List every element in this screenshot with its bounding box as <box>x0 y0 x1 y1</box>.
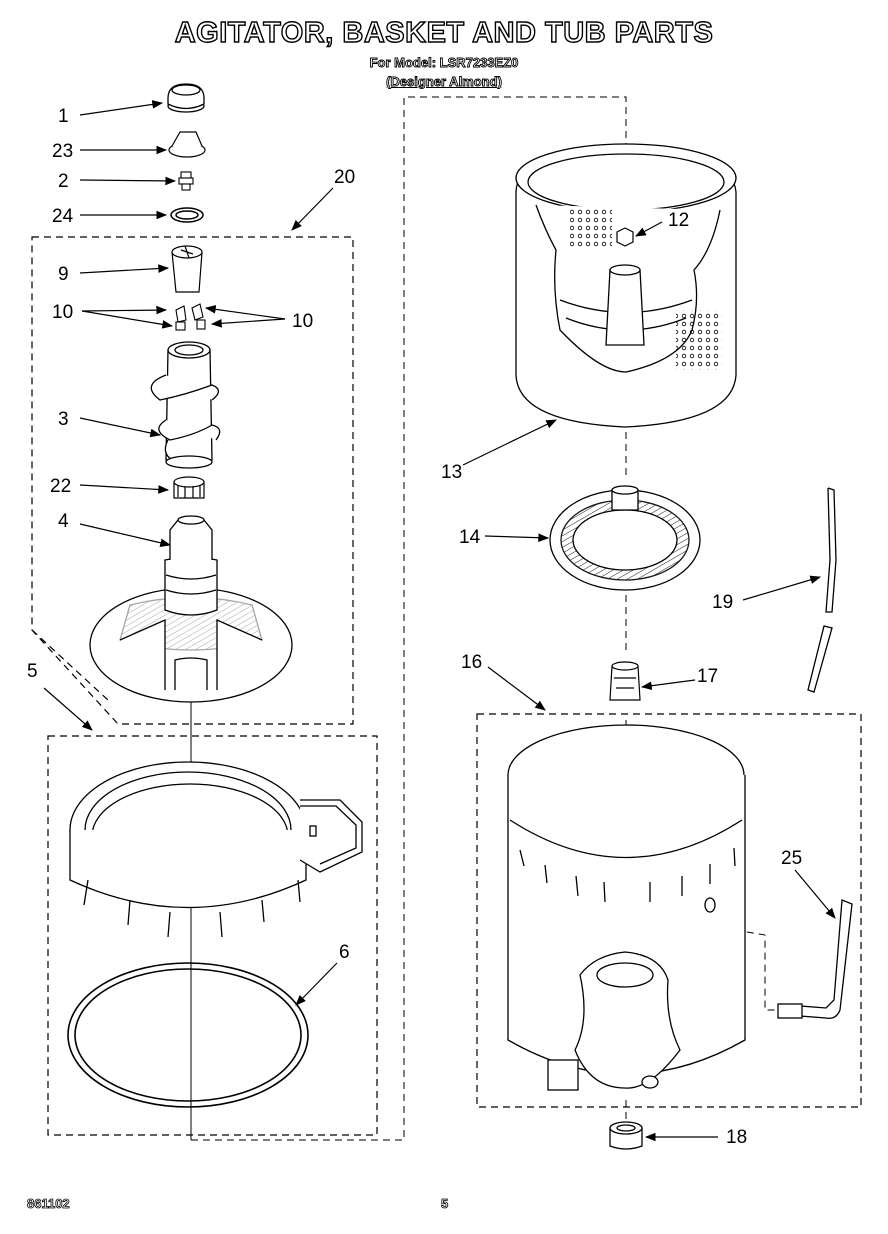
model-color-text: (Designer Almond) <box>386 74 503 90</box>
wash-basket-part <box>515 143 737 428</box>
callout-10-right: 10 <box>292 311 313 332</box>
agitator-bolt-part <box>178 171 194 191</box>
tub-hose-part <box>777 899 853 1019</box>
callout-24: 24 <box>52 206 74 227</box>
callout-5: 5 <box>27 661 38 682</box>
callout-13: 13 <box>441 462 462 483</box>
tub-seal-part <box>609 1121 643 1150</box>
basket-hub-part <box>549 485 701 591</box>
tub-ring-assembly-box <box>47 735 378 1136</box>
agitator-base-part <box>89 515 293 703</box>
callout-17: 17 <box>697 666 718 687</box>
callout-23: 23 <box>52 141 73 162</box>
agitator-auger-part <box>150 341 221 469</box>
tub-ring-gasket-part <box>67 962 309 1108</box>
callout-3: 3 <box>58 409 69 430</box>
page-title: AGITATOR, BASKET AND TUB PARTS <box>174 16 714 49</box>
agitator-cam-part <box>171 245 203 293</box>
callout-20: 20 <box>334 167 355 188</box>
callout-22: 22 <box>50 476 71 497</box>
callout-labels: 1 23 2 24 20 9 10 10 3 22 4 5 6 12 13 14… <box>27 106 802 1148</box>
callout-19: 19 <box>712 592 733 613</box>
callout-6: 6 <box>339 942 350 963</box>
outer-tub-assembly-box <box>476 713 862 1108</box>
callout-16: 16 <box>461 652 482 673</box>
dashed-connector <box>31 629 109 701</box>
callout-25: 25 <box>781 848 802 869</box>
model-number: For Model: LSR7233EZ0 <box>369 55 519 71</box>
drain-hose-part <box>807 487 837 693</box>
callout-arrows <box>43 100 836 1142</box>
o-ring-part <box>170 207 204 223</box>
agitator-cap-part <box>167 83 205 113</box>
callout-9: 9 <box>58 264 69 285</box>
agitator-bearing-part <box>173 476 205 499</box>
document-code: 861102 <box>27 1196 70 1212</box>
drive-coupling-part <box>609 661 641 701</box>
callout-1: 1 <box>58 106 69 127</box>
page-number: 5 <box>441 1196 449 1212</box>
callout-10-left: 10 <box>52 302 73 323</box>
tub-ring-part <box>69 761 363 938</box>
basket-drive-nut-part <box>616 227 634 247</box>
callout-12: 12 <box>668 210 689 231</box>
agitator-assembly-box <box>31 236 354 725</box>
callout-18: 18 <box>726 1127 747 1148</box>
callout-14: 14 <box>459 527 481 548</box>
cap-adapter-part <box>168 131 206 158</box>
callout-4: 4 <box>58 511 69 532</box>
outer-tub-part <box>507 724 746 1091</box>
agitator-dogs-part <box>175 303 206 331</box>
model-color: (Designer Almond) <box>0 74 888 90</box>
callout-2: 2 <box>58 171 69 192</box>
